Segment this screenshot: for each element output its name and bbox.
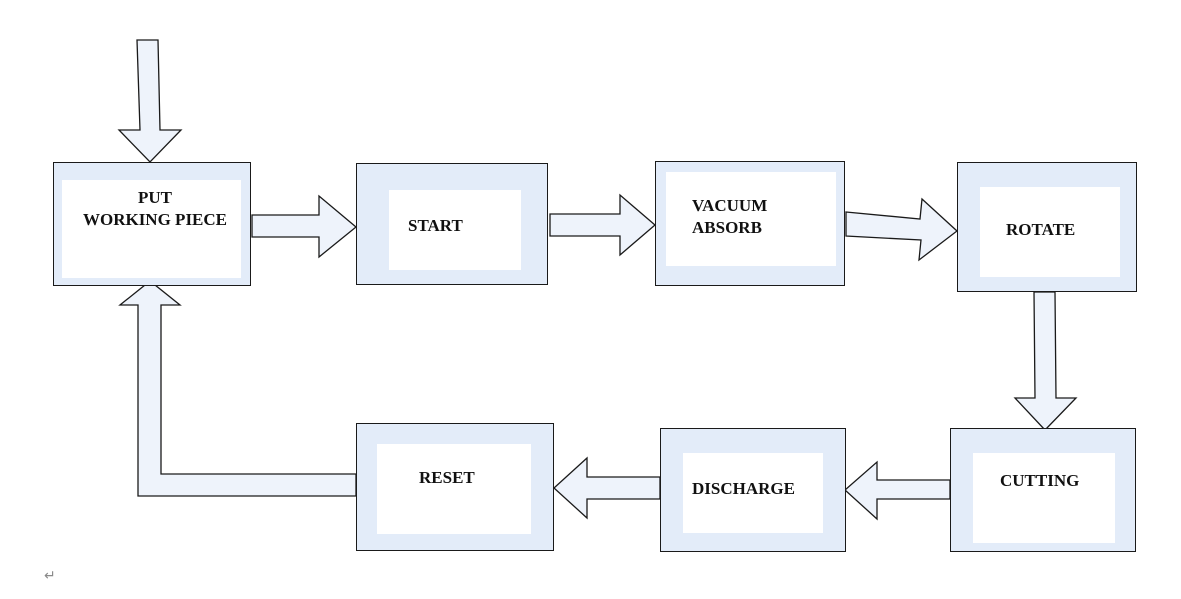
arrow-cutting-to-discharge <box>844 460 951 521</box>
step-cutting <box>950 428 1136 552</box>
step-discharge <box>660 428 846 552</box>
entry-arrow <box>117 39 183 163</box>
step-put-working-piece-label: PUT WORKING PIECE <box>82 188 228 229</box>
arrow-rotate-to-cutting <box>1013 291 1078 431</box>
step-cutting-label: CUTTING <box>1000 471 1080 490</box>
step-start <box>356 163 548 285</box>
arrow-discharge-to-reset <box>553 456 661 520</box>
step-discharge-label: DISCHARGE <box>692 479 795 498</box>
arrow-reset-to-put <box>118 280 357 497</box>
step-start-label: START <box>408 216 463 235</box>
step-put-working-piece <box>53 162 251 286</box>
step-vacuum-absorb <box>655 161 845 286</box>
step-rotate-label: ROTATE <box>1006 220 1076 239</box>
step-rotate <box>957 162 1137 292</box>
step-reset-label: RESET <box>419 468 475 487</box>
step-vacuum-absorb-label: VACUUM ABSORB <box>692 196 768 237</box>
arrow-start-to-vacuum <box>549 193 656 257</box>
arrow-vacuum-to-rotate <box>845 197 959 262</box>
arrow-put-to-start <box>251 194 358 259</box>
step-reset <box>356 423 554 551</box>
paragraph-mark: ↵ <box>44 568 56 584</box>
